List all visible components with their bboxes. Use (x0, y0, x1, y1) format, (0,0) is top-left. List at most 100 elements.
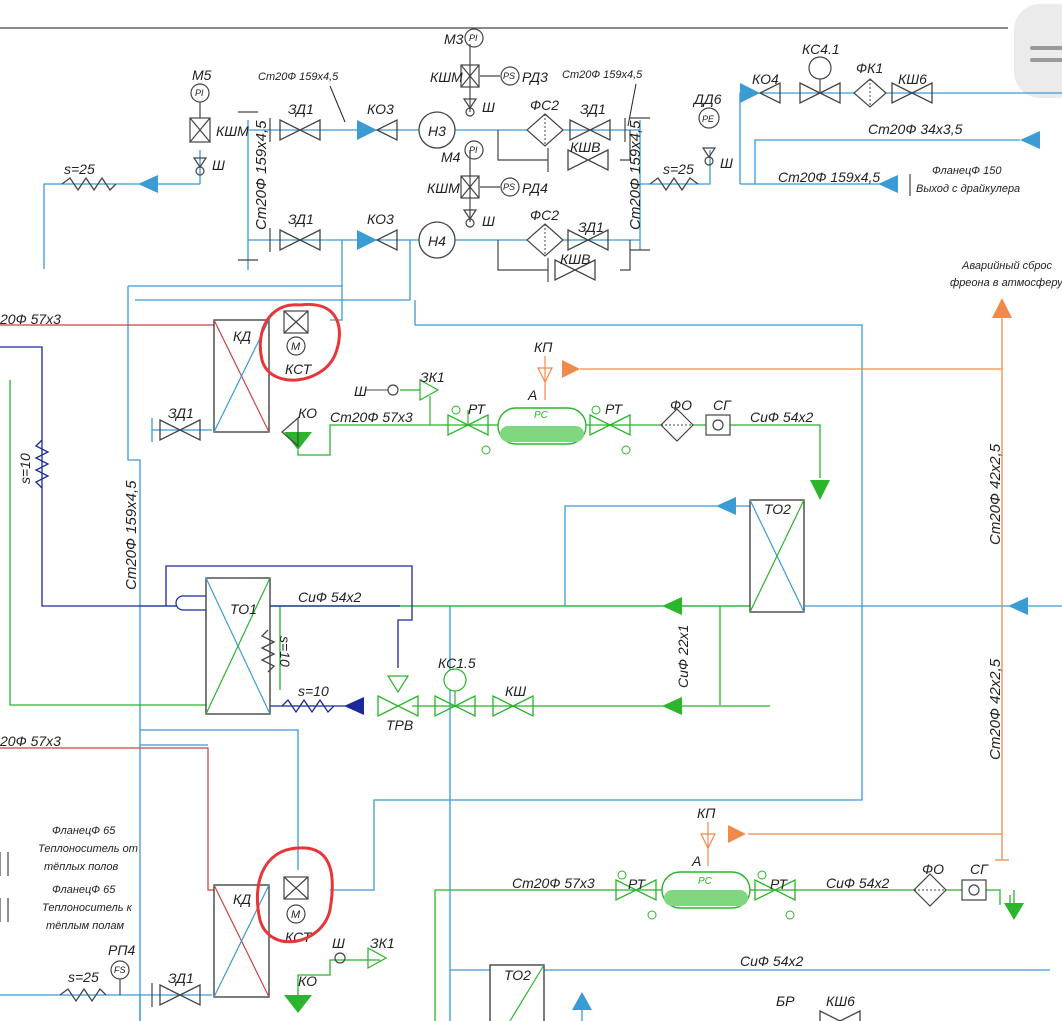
flow-arrow-icon (716, 497, 736, 515)
drain-label: Ш (720, 155, 733, 171)
valve-label: КШВ (570, 139, 600, 155)
motor-icon (286, 336, 306, 356)
ball-valve-icon (819, 1010, 861, 1021)
valve-label: РТ (628, 876, 647, 892)
pipe-label: Ст20Ф 159х4,5 (627, 120, 644, 230)
sight-glass-icon (705, 414, 731, 436)
drain-valve-icon (334, 952, 346, 964)
flexible-joint-icon (59, 987, 107, 1003)
drain-valve-icon (462, 209, 478, 228)
actuator-icon (808, 56, 832, 80)
flange-label: ФланецФ 65 (52, 884, 116, 896)
sight-glass-icon (961, 879, 987, 901)
drain-label: Ш (332, 935, 345, 951)
flange-label: ФланецФ 65 (52, 825, 116, 837)
receiver-label: РС (534, 410, 549, 421)
pressure-gauge-icon (464, 140, 484, 160)
flex-label: s=25 (663, 161, 694, 177)
flow-arrow-icon (1008, 597, 1028, 615)
gauge-label: PI (469, 33, 478, 43)
m3-label: М3 (444, 31, 464, 47)
flow-arrow-icon (878, 175, 898, 193)
pipe-label: СиФ 54х2 (740, 953, 803, 969)
flex-label: s=25 (64, 161, 95, 177)
pump-label: Н4 (428, 233, 446, 249)
pipe-label: СиФ 54х2 (826, 875, 889, 891)
pipe-label: Ст20Ф 159х4,5 (258, 71, 339, 83)
filter-label: ФС2 (530, 97, 559, 113)
sensor-label: ДД6 (692, 91, 722, 107)
pressure-switch-icon (500, 177, 520, 197)
filter-icon (853, 78, 887, 108)
valve-label: ЗК1 (370, 935, 395, 951)
flexible-joint-icon (260, 629, 276, 673)
menu-button[interactable] (1014, 4, 1062, 98)
receiver-label: РС (698, 876, 713, 887)
drain-label: Ш (354, 383, 367, 399)
filter-icon (526, 113, 564, 147)
pe-label: PE (702, 114, 715, 124)
fs-label: FS (114, 965, 126, 975)
emergency-label: фреона в атмосферу (950, 277, 1062, 289)
flow-arrow-icon (572, 992, 592, 1010)
pump-icon (418, 111, 456, 149)
pump-icon (418, 221, 456, 259)
filter-dryer-icon (660, 408, 694, 442)
pressure-switch-icon (500, 66, 520, 86)
flex-label: s=10 (277, 636, 293, 667)
filter-label: ФО (922, 861, 944, 877)
pipe-label: Ст20Ф 42х2,5 (987, 443, 1004, 545)
flexible-joint-icon (281, 698, 335, 714)
gauge-label: PI (195, 88, 204, 98)
relay-label: РП4 (108, 942, 135, 958)
valve-label: РТ (605, 401, 624, 417)
m5-label: М5 (192, 67, 212, 83)
pipe-label: СиФ 54х2 (750, 409, 813, 425)
filter-dryer-icon (913, 873, 947, 907)
to2-label: ТО2 (764, 501, 791, 517)
valve-label: КО3 (367, 101, 394, 117)
check-valve-icon (284, 995, 312, 1013)
sight-glass-label: СГ (970, 861, 989, 877)
drain-valve-icon (387, 384, 399, 396)
kd-label: КД (233, 328, 251, 344)
valve-label: А (691, 853, 701, 869)
gauge-label: PI (469, 145, 478, 155)
pipe-label: СиФ 54х2 (298, 589, 361, 605)
menu-icon (1030, 46, 1062, 50)
discharge-arrow-icon (562, 360, 580, 378)
valve-label: КО4 (752, 71, 779, 87)
valve-label: КШ6 (898, 71, 927, 87)
valve-label: КСТ (285, 361, 313, 377)
flex-label: s=10 (298, 683, 329, 699)
pipe-label: Ст20Ф 159х4,5 (253, 120, 270, 230)
kshm-label: КШМ (427, 180, 460, 196)
discharge-arrow-icon (728, 825, 746, 843)
filter-icon (526, 223, 564, 257)
flow-arrow-icon (138, 175, 158, 193)
heat-label: тёплым полам (46, 920, 124, 932)
discharge-arrow-icon (992, 298, 1012, 318)
motor-label: М (291, 909, 301, 921)
drain-label: Ш (482, 213, 495, 229)
valve-label: РТ (770, 876, 789, 892)
pressure-gauge-icon (464, 28, 484, 48)
pressure-sensor-icon (698, 107, 720, 129)
valve-label: ЗД1 (288, 101, 314, 117)
valve-label: КП (534, 339, 553, 355)
pump-label: Н3 (428, 123, 446, 139)
flow-arrow-icon (1004, 903, 1024, 920)
flexible-joint-icon (61, 176, 117, 192)
valve-label: ЗД1 (168, 405, 194, 421)
outlet-label: Выход с драйкулера (916, 183, 1020, 195)
flange-label: ФланецФ 150 (932, 165, 1002, 177)
flex-label: s=10 (17, 453, 33, 484)
flexible-joint-icon (649, 176, 699, 192)
pipe-label: Ст20Ф 57х3 (330, 409, 413, 425)
actuator-icon (443, 668, 467, 692)
emergency-label: Аварийный сброс (961, 260, 1053, 272)
valve-label: КШ (505, 683, 526, 699)
drain-label: Ш (212, 157, 225, 173)
to2-label: ТО2 (504, 967, 531, 983)
valve-label: КП (697, 805, 716, 821)
